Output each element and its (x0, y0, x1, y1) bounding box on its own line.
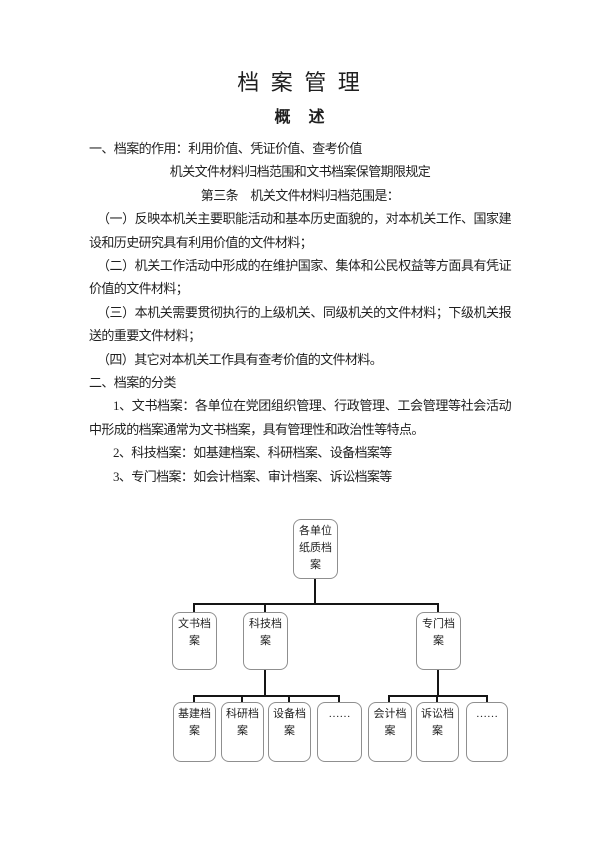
connector-zhuanmen-drop (437, 670, 439, 697)
node-research-archives: 科研档案 (221, 702, 264, 762)
node-construction-archives: 基建档案 (173, 702, 216, 762)
node-scitech-archives: 科技档案 (243, 612, 288, 670)
paragraph-class-1: 1、文书档案：各单位在党团组织管理、行政管理、工会管理等社会活动中形成的档案通常… (89, 398, 512, 437)
connector-stub-jijian (193, 695, 195, 704)
paragraph-article-3: 第三条 机关文件材料归档范围是： (200, 187, 400, 203)
connector-stub-keji (264, 603, 266, 613)
connector-stub-kuaiji (388, 695, 390, 704)
connector-root-drop (314, 579, 316, 605)
node-litigation-archives: 诉讼档案 (416, 702, 459, 762)
paragraph-item-3: （三）本机关需要贯彻执行的上级机关、同级机关的文件材料；下级机关报送的重要文件材… (89, 304, 512, 344)
node-equipment-archives: 设备档案 (268, 702, 311, 762)
connector-stub-ellipsis1 (338, 695, 340, 704)
connector-stub-ellipsis2 (486, 695, 488, 704)
document-body: 一、档案的作用：利用价值、凭证价值、查考价值 机关文件材料归档范围和文书档案保管… (89, 137, 512, 488)
paragraph-class-3: 3、专门档案：如会计档案、审计档案、诉讼档案等 (113, 468, 392, 484)
connector-keji-drop (264, 670, 266, 697)
connector-stub-keyan (241, 695, 243, 704)
node-ellipsis-special: …… (466, 702, 508, 762)
node-special-archives: 专门档案 (416, 612, 461, 670)
paragraph-class-2: 2、科技档案：如基建档案、科研档案、设备档案等 (113, 445, 392, 461)
node-accounting-archives: 会计档案 (368, 702, 412, 762)
connector-stub-wenshu (193, 603, 195, 613)
connector-keji-bus (193, 695, 340, 697)
connector-stub-susong (436, 695, 438, 704)
connector-zhuanmen-bus (388, 695, 488, 697)
connector-stub-zhuanmen (437, 603, 439, 613)
connector-level2-bus (193, 603, 439, 605)
document-title: 档 案 管 理 (237, 70, 363, 95)
connector-stub-shebei (288, 695, 290, 704)
archive-classification-diagram: 各单位纸质档案 文书档案 科技档案 专门档案 基建档案 科研档案 设备档案 ……… (0, 515, 600, 795)
paragraph-classification: 二、档案的分类 (89, 375, 176, 391)
paragraph-regulation-title: 机关文件材料归档范围和文书档案保管期限规定 (169, 164, 431, 180)
node-document-archives: 文书档案 (172, 612, 217, 670)
section-heading-overview: 概 述 (274, 109, 326, 126)
paragraph-item-1: （一）反映本机关主要职能活动和基本历史面貌的，对本机关工作、国家建设和历史研究具… (89, 211, 512, 250)
paragraph-item-4: （四）其它对本机关工作具有查考价值的文件材料。 (97, 351, 383, 367)
paragraph-archive-role: 一、档案的作用：利用价值、凭证价值、查考价值 (89, 141, 362, 156)
paragraph-item-2: （二）机关工作活动中形成的在维护国家、集体和公民权益等方面具有凭证价值的文件材料… (89, 258, 512, 297)
node-ellipsis-scitech: …… (317, 702, 362, 762)
node-paper-archives-root: 各单位纸质档案 (293, 519, 338, 579)
